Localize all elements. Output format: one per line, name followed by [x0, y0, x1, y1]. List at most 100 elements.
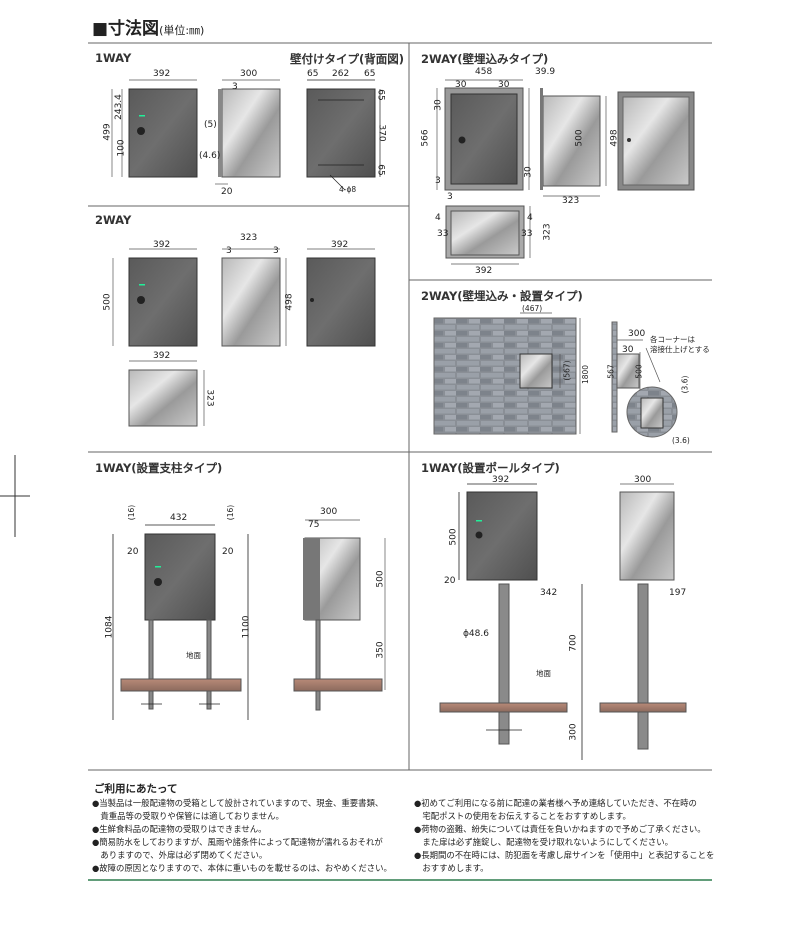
section-2way: 2WAY	[95, 213, 132, 227]
dim-label: 75	[308, 520, 320, 530]
dim-label: 65	[375, 164, 386, 176]
dim-label: 500	[102, 293, 113, 311]
dim-label: 300	[568, 723, 579, 741]
notes-title: ご利用にあたって	[94, 783, 178, 795]
dim-label: 498	[609, 129, 620, 147]
dim-label: 458	[475, 67, 493, 77]
section-1way-post: 1WAY(設置支柱タイプ)	[95, 461, 223, 475]
dim-label: 370	[376, 124, 387, 142]
dim-label: 498	[284, 293, 295, 311]
unit-label: (単位:㎜)	[159, 24, 205, 37]
section-1way-wall: 壁付けタイプ(背面図)	[290, 52, 405, 66]
dim-label: 392	[492, 475, 510, 485]
dim-label: 65	[375, 89, 386, 101]
dim-label: 30	[433, 99, 444, 111]
dim-label: 30	[498, 80, 510, 90]
page-title: ■寸法図(単位:㎜)	[92, 19, 205, 39]
note-line: ●当製品は一般配達物の受箱として設計されていますので、現金、重要書類、	[92, 798, 384, 808]
dim-label: 3	[226, 246, 232, 256]
dim-label: (467)	[522, 304, 543, 313]
dim-label: (3.6)	[680, 375, 690, 394]
ground-label: 地面	[186, 651, 201, 660]
dim-label: 566	[420, 129, 431, 147]
dim-label: 392	[153, 351, 171, 361]
dim-label: 392	[475, 266, 493, 276]
dim-label: 323	[204, 389, 215, 407]
note-line: ●簡易防水をしておりますが、風雨や諸条件によって配達物が濡れるおそれが	[92, 837, 383, 847]
dim-label: 432	[170, 513, 188, 523]
note-line: ●長期間の不在時には、防犯面を考慮し扉サインを「使用中」と表記することを	[414, 850, 715, 860]
dim-label: 262	[332, 69, 350, 79]
note-line: ●荷物の盗難、紛失については責任を負いかねますので予めご了承ください。	[414, 824, 706, 834]
dim-label: 1800	[581, 364, 591, 385]
notes-right: ●初めてご利用になる前に配達の業者様へ予め連絡していただき、不在時の 宅配ポスト…	[414, 797, 732, 875]
dim-label: 392	[153, 69, 171, 79]
section-1way: 1WAY	[95, 51, 132, 65]
note-line: ●生鮮食料品の配達物の受取りはできません。	[92, 824, 267, 834]
dim-label: 20	[221, 187, 233, 197]
dim-label: 4	[435, 213, 441, 223]
dim-label: (16)	[226, 504, 236, 521]
dim-label: 3	[273, 246, 279, 256]
dim-label: 4-ϕ8	[339, 185, 357, 194]
dim-label: 1100	[241, 615, 252, 639]
note-line: ●初めてご利用になる前に配達の業者様へ予め連絡していただき、不在時の	[414, 798, 697, 808]
dim-label: 243.4	[113, 94, 124, 120]
note-line: ありますので、外扉は必ず閉めてください。	[92, 850, 268, 860]
dim-label: 20	[127, 547, 139, 557]
dim-label: 20	[222, 547, 234, 557]
dim-label: 500	[574, 129, 585, 147]
section-1way-pole: 1WAY(設置ポールタイプ)	[421, 461, 560, 475]
dim-label: 567	[606, 364, 616, 379]
dim-label: 323	[562, 196, 580, 206]
dim-label: (3.6)	[672, 436, 690, 445]
dim-label: 100	[116, 139, 127, 157]
dim-label: ϕ48.6	[463, 629, 489, 639]
dim-label: 65	[364, 69, 376, 79]
dim-label: 499	[102, 123, 113, 141]
dim-label: (5)	[204, 120, 217, 130]
note-line: 宅配ポストの使用をお伝えすることをおすすめします。	[414, 811, 631, 821]
dim-label: 392	[153, 240, 171, 250]
dim-label: 342	[540, 588, 558, 598]
dim-label: 300	[320, 507, 338, 517]
dim-label: 500	[375, 570, 386, 588]
dim-label: 323	[542, 223, 553, 241]
dim-label: 30	[523, 166, 534, 178]
dim-label: 65	[307, 69, 319, 79]
dim-label: 500	[634, 364, 644, 379]
dim-label: 350	[375, 641, 386, 659]
note-line: おすすめします。	[414, 863, 489, 873]
corner-note-2: 溶接仕上げとする	[650, 345, 710, 354]
note-line: 貴重品等の受取りや保管には適しておりません。	[92, 811, 284, 821]
dim-label: 30	[622, 345, 634, 355]
dim-label: 323	[240, 233, 258, 243]
note-line: ●故障の原因となりますので、本体に重いものを載せるのは、おやめください。	[92, 863, 392, 873]
notes-left: ●当製品は一般配達物の受箱として設計されていますので、現金、重要書類、 貴重品等…	[92, 797, 410, 875]
dim-label: 3	[447, 192, 453, 202]
note-line: また扉は必ず施錠し、配達物を受け取れないようにしてください。	[414, 837, 673, 847]
dim-label: 3	[232, 82, 238, 92]
dim-label: 3	[435, 176, 441, 186]
dim-label: 33	[437, 229, 449, 239]
dim-label: 392	[331, 240, 349, 250]
dim-label: (567)	[562, 360, 572, 381]
dim-label: 300	[628, 329, 646, 339]
ground-label: 地面	[536, 669, 551, 678]
corner-note: 各コーナーは	[650, 335, 695, 344]
dim-label: 30	[455, 80, 467, 90]
dim-label: 300	[240, 69, 258, 79]
dim-label: (4.6)	[199, 151, 221, 161]
dim-label: 500	[448, 528, 459, 546]
dim-label: 700	[568, 634, 579, 652]
dim-label: 1084	[104, 615, 115, 639]
dim-label: 4	[527, 213, 533, 223]
dim-label: 39.9	[535, 67, 556, 77]
dim-label: 300	[634, 475, 652, 485]
dim-label: 20	[444, 576, 456, 586]
dim-label: 33	[521, 229, 533, 239]
dim-label: (16)	[127, 504, 137, 521]
dim-label: 197	[669, 588, 687, 598]
section-2way-embed: 2WAY(壁埋込みタイプ)	[421, 52, 549, 66]
